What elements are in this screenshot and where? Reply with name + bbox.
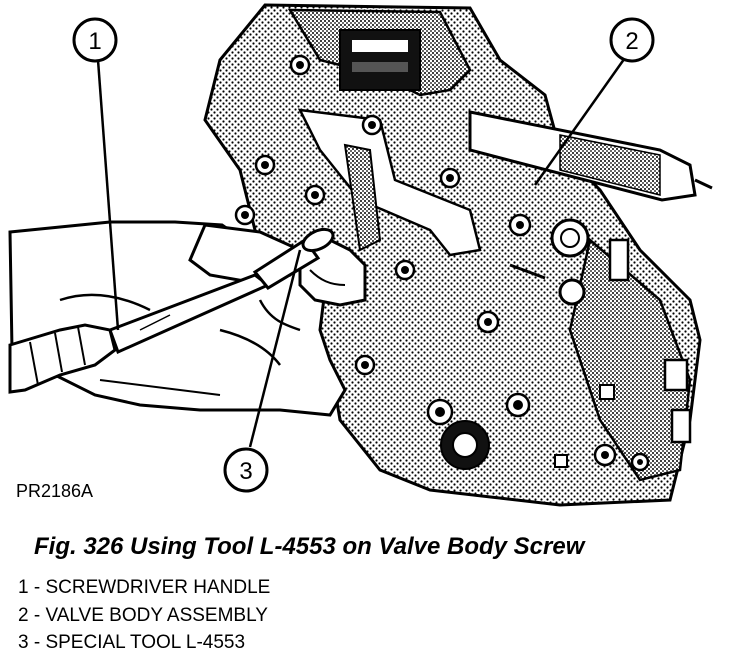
legend-item: 1 - SCREWDRIVER HANDLE (18, 577, 271, 598)
callout-1-label: 1 (88, 28, 101, 55)
figure-caption: Fig. 326 Using Tool L-4553 on Valve Body… (34, 533, 585, 560)
callout-legend: 1 - SCREWDRIVER HANDLE 2 - VALVE BODY AS… (18, 574, 270, 657)
callout-1: 1 (72, 17, 118, 63)
valve-body-assembly (203, 3, 713, 507)
figure-reference-code: PR2186A (16, 481, 94, 501)
callout-leaders (96, 54, 629, 448)
callout-2-label: 2 (625, 28, 638, 55)
callout-2: 2 (609, 17, 655, 63)
callout-3: 3 (223, 447, 269, 493)
legend-item: 2 - VALVE BODY ASSEMBLY (18, 604, 268, 626)
screwdriver (8, 227, 335, 394)
callout-3-label: 3 (239, 458, 252, 485)
legend-item: 3 - SPECIAL TOOL L-4553 (18, 632, 246, 653)
figure-illustration: 1 2 3 (8, 3, 713, 507)
